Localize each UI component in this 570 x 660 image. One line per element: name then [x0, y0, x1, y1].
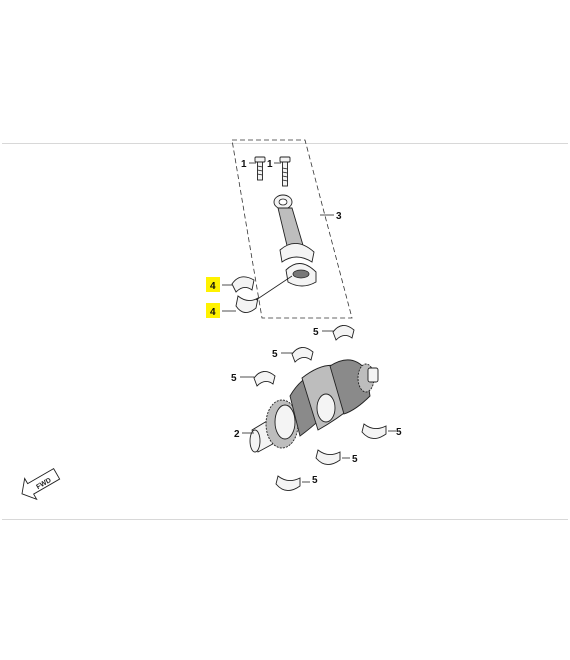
main-bearing-2: [291, 347, 314, 363]
conrod-group-frame: [231, 139, 353, 319]
main-bearing-6: [275, 475, 301, 491]
callout-main-5: 5: [352, 454, 358, 465]
main-bearing-3: [253, 371, 276, 387]
highlight-4a: [206, 277, 220, 292]
conrod-bolt-right: [279, 156, 291, 187]
callout-main-1: 5: [313, 327, 319, 338]
callout-main-4: 5: [396, 427, 402, 438]
conrod-bearing-lower: [235, 295, 259, 313]
conrod-bearing-upper: [231, 276, 255, 293]
callout-main-2: 5: [272, 349, 278, 360]
main-bearing-4: [361, 423, 387, 439]
conrod-bolt-left: [254, 156, 266, 181]
main-bearing-1: [332, 325, 355, 341]
callout-bearing-upper: 4: [210, 281, 216, 292]
callout-bolt-left: 1: [241, 159, 247, 170]
callout-main-3: 5: [231, 373, 237, 384]
callout-main-6: 5: [312, 475, 318, 486]
connecting-rod: [273, 194, 317, 287]
fwd-arrow-icon: FWD: [21, 468, 61, 501]
callout-conrod: 3: [336, 211, 342, 222]
callout-crankshaft: 2: [234, 429, 240, 440]
crankshaft: [249, 359, 379, 453]
diagram-frame: [2, 143, 568, 520]
callout-bolt-right: 1: [267, 159, 273, 170]
callout-bearing-lower: 4: [210, 307, 216, 318]
highlight-4b: [206, 303, 220, 318]
main-bearing-5: [315, 449, 341, 465]
bearing-leader-line: [255, 275, 293, 301]
